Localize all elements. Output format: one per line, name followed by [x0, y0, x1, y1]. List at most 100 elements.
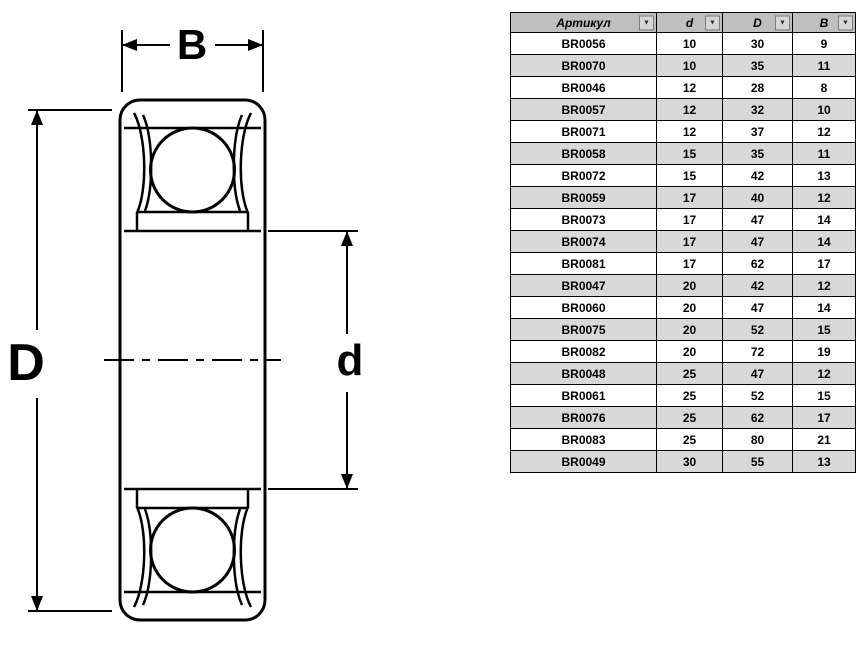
cell-d: 47 — [722, 208, 793, 231]
cell-d: 25 — [656, 362, 723, 385]
cell-b: 12 — [792, 186, 856, 209]
header-d: d ▼ — [656, 12, 723, 33]
cell-article: BR0071 — [510, 120, 657, 143]
header-b: B ▼ — [792, 12, 856, 33]
cell-d: 17 — [656, 208, 723, 231]
cell-d: 42 — [722, 274, 793, 297]
cell-d: 20 — [656, 340, 723, 363]
cell-d: 52 — [722, 318, 793, 341]
cell-d: 35 — [722, 54, 793, 77]
cell-d: 10 — [656, 32, 723, 55]
cell-article: BR0059 — [510, 186, 657, 209]
cell-article: BR0049 — [510, 450, 657, 473]
cell-article: BR0081 — [510, 252, 657, 275]
bearing-internal-lines — [124, 112, 261, 608]
dimension-D — [28, 109, 112, 612]
cell-d: 12 — [656, 120, 723, 143]
ball-top — [149, 126, 236, 214]
cell-d: 35 — [722, 142, 793, 165]
cell-article: BR0058 — [510, 142, 657, 165]
chevron-down-icon: ▼ — [709, 19, 716, 26]
cell-d: 47 — [722, 296, 793, 319]
cell-b: 12 — [792, 274, 856, 297]
cell-d: 17 — [656, 230, 723, 253]
cell-article: BR0070 — [510, 54, 657, 77]
cell-b: 12 — [792, 362, 856, 385]
cell-d: 25 — [656, 428, 723, 451]
cell-article: BR0057 — [510, 98, 657, 121]
cell-d: 47 — [722, 362, 793, 385]
cell-d: 40 — [722, 186, 793, 209]
cell-b: 10 — [792, 98, 856, 121]
cell-d: 80 — [722, 428, 793, 451]
cell-b: 11 — [792, 54, 856, 77]
cell-d: 42 — [722, 164, 793, 187]
dimension-d — [268, 230, 358, 490]
cell-b: 21 — [792, 428, 856, 451]
cell-b: 15 — [792, 318, 856, 341]
cell-b: 9 — [792, 32, 856, 55]
cell-d: 25 — [656, 384, 723, 407]
header-outer-d-label: D — [753, 15, 762, 30]
bearing-diagram: B D d — [7, 21, 363, 622]
cell-article: BR0073 — [510, 208, 657, 231]
header-article-label: Артикул — [556, 15, 611, 30]
cell-article: BR0083 — [510, 428, 657, 451]
cell-d: 12 — [656, 76, 723, 99]
cell-b: 14 — [792, 296, 856, 319]
cell-d: 15 — [656, 164, 723, 187]
filter-dropdown-d[interactable]: ▼ — [705, 15, 720, 30]
cell-b: 13 — [792, 450, 856, 473]
cell-d: 30 — [656, 450, 723, 473]
cell-article: BR0075 — [510, 318, 657, 341]
cell-d: 52 — [722, 384, 793, 407]
cell-d: 10 — [656, 54, 723, 77]
ball-bottom — [149, 506, 236, 594]
cell-b: 12 — [792, 120, 856, 143]
filter-dropdown-article[interactable]: ▼ — [639, 15, 654, 30]
cell-d: 17 — [656, 186, 723, 209]
cell-d: 20 — [656, 318, 723, 341]
cell-article: BR0076 — [510, 406, 657, 429]
cell-d: 30 — [722, 32, 793, 55]
cell-d: 62 — [722, 252, 793, 275]
cell-d: 47 — [722, 230, 793, 253]
header-outer-d: D ▼ — [722, 12, 793, 33]
header-article: Артикул ▼ — [510, 12, 657, 33]
cell-article: BR0046 — [510, 76, 657, 99]
cell-b: 17 — [792, 406, 856, 429]
cell-article: BR0074 — [510, 230, 657, 253]
cell-b: 11 — [792, 142, 856, 165]
header-b-label: B — [819, 15, 829, 30]
filter-dropdown-b[interactable]: ▼ — [838, 15, 853, 30]
cell-article: BR0082 — [510, 340, 657, 363]
cell-d: 37 — [722, 120, 793, 143]
cell-d: 17 — [656, 252, 723, 275]
cell-article: BR0056 — [510, 32, 657, 55]
cell-d: 62 — [722, 406, 793, 429]
cell-article: BR0047 — [510, 274, 657, 297]
cell-d: 20 — [656, 296, 723, 319]
label-outer-diameter: D — [7, 334, 45, 392]
cell-article: BR0061 — [510, 384, 657, 407]
cell-b: 17 — [792, 252, 856, 275]
filter-dropdown-outer-d[interactable]: ▼ — [775, 15, 790, 30]
cell-article: BR0072 — [510, 164, 657, 187]
cell-b: 14 — [792, 230, 856, 253]
dimensions-table: Артикул ▼ d ▼ D ▼ B ▼ — [510, 12, 856, 473]
